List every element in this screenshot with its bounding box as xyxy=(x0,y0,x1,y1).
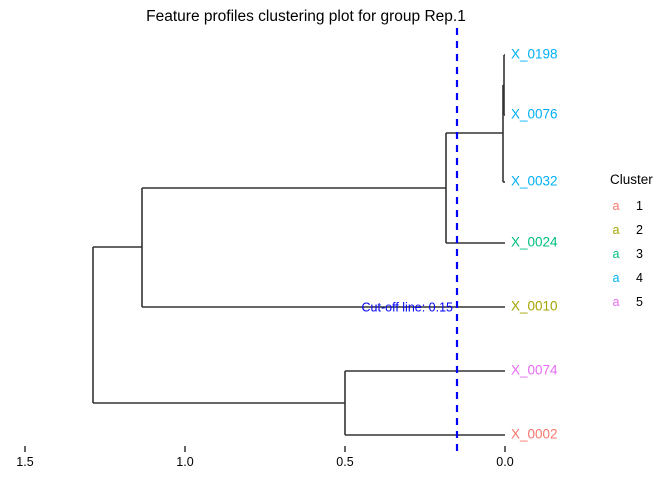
legend-key-glyph: a xyxy=(612,222,620,237)
leaf-label-X_0024[interactable]: X_0024 xyxy=(511,235,558,250)
axis-tick-label-1.0: 1.0 xyxy=(176,455,193,469)
x-axis: 1.5 1.0 0.5 0.0 xyxy=(16,446,514,469)
legend-title: Cluster xyxy=(610,172,653,187)
leaf-label-X_0002[interactable]: X_0002 xyxy=(511,427,558,442)
axis-tick-label-1.5: 1.5 xyxy=(16,455,33,469)
legend-key-glyph: a xyxy=(612,270,620,285)
leaf-label-X_0076[interactable]: X_0076 xyxy=(511,107,558,122)
axis-tick-label-0.5: 0.5 xyxy=(336,455,353,469)
legend-key-glyph: a xyxy=(612,294,620,309)
legend-entry-label: 5 xyxy=(636,294,643,309)
cutoff-annotation-label: Cut-off line: 0.15 xyxy=(362,300,454,314)
leaf-label-X_0198[interactable]: X_0198 xyxy=(511,47,558,62)
legend-key-glyph: a xyxy=(612,246,620,261)
leaf-label-X_0010[interactable]: X_0010 xyxy=(511,299,558,314)
legend-entry-label: 4 xyxy=(636,270,643,285)
dendrogram-branches xyxy=(92,54,505,436)
page-title: Feature profiles clustering plot for gro… xyxy=(146,8,466,25)
leaf-labels: X_0198X_0076X_0032X_0024X_0010X_0074X_00… xyxy=(511,47,558,442)
legend-entry-label: 3 xyxy=(636,246,643,261)
axis-tick-label-0.0: 0.0 xyxy=(496,455,513,469)
legend-entry-label: 1 xyxy=(636,198,643,213)
cutoff-line-layer: Cut-off line: 0.15 xyxy=(362,28,459,452)
leaf-label-X_0074[interactable]: X_0074 xyxy=(511,363,558,378)
legend-entry-label: 2 xyxy=(636,222,643,237)
legend-key-glyph: a xyxy=(612,198,620,213)
leaf-label-X_0032[interactable]: X_0032 xyxy=(511,174,558,189)
